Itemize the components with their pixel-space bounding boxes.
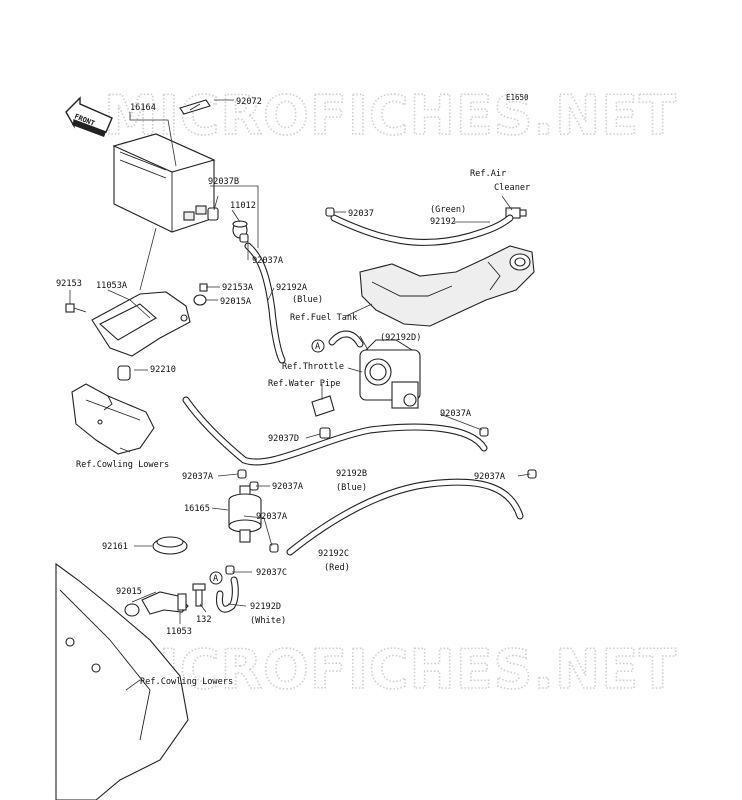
cushion-92161 <box>152 536 188 555</box>
label-132: 132 <box>196 615 212 625</box>
label-92192D: 92192D <box>250 602 281 612</box>
clamp-92037B <box>207 207 219 221</box>
label-92037D: 92037D <box>268 434 299 444</box>
label-92192C: 92192C <box>318 549 349 559</box>
label-92192A: 92192A <box>276 283 308 293</box>
label-white: (White) <box>250 616 286 626</box>
label-92037A-5: 92037A <box>474 472 506 482</box>
watermark-bottom: MICROFICHES.NET <box>104 638 677 701</box>
bolt-132 <box>192 583 206 607</box>
label-ref-throttle: Ref.Throttle <box>282 362 344 372</box>
label-92210: 92210 <box>150 365 176 375</box>
hose-92192D-throttle <box>328 330 364 348</box>
clamp-92037D <box>319 427 331 439</box>
strap-92072 <box>179 99 211 115</box>
label-ref-cowling-1: Ref.Cowling Lowers <box>76 460 169 470</box>
label-92037: 92037 <box>348 209 374 219</box>
hose-92192C-red <box>286 478 524 556</box>
clamp-92037 <box>325 207 335 217</box>
label-blue-2: (Blue) <box>336 483 367 493</box>
label-92192D-paren: (92192D) <box>380 333 421 343</box>
label-16164: 16164 <box>130 103 156 113</box>
canister-16164 <box>112 133 216 233</box>
front-arrow-icon <box>65 96 113 137</box>
label-92037A-2: 92037A <box>440 409 472 419</box>
diagram-code: E1650 <box>506 93 529 102</box>
watermark-top: MICROFICHES.NET <box>104 84 677 147</box>
clamp-92037C <box>225 565 235 575</box>
hose-92192B-blue <box>182 396 488 466</box>
clamp-92037A <box>237 233 537 553</box>
label-92037A-6: 92037A <box>256 512 288 522</box>
label-92037A-4: 92037A <box>272 482 304 492</box>
collar-92015 <box>124 603 140 617</box>
label-red: (Red) <box>324 563 350 573</box>
label-92015: 92015 <box>116 587 142 597</box>
label-92037C: 92037C <box>256 568 287 578</box>
hose-92192D-white <box>216 576 239 613</box>
label-ref-fuel-tank: Ref.Fuel Tank <box>290 313 358 323</box>
label-ref-cowling-2: Ref.Cowling Lowers <box>140 677 233 687</box>
label-ref-air-cleaner: Cleaner <box>494 183 530 193</box>
label-92037B: 92037B <box>208 177 239 187</box>
fuel-tank <box>359 245 535 327</box>
label-92037A-3: 92037A <box>182 472 214 482</box>
bolt-92153 <box>65 303 87 313</box>
leader-lines <box>69 99 531 691</box>
label-green: (Green) <box>430 205 466 215</box>
bracket-11053A <box>91 291 191 357</box>
marker-a-top: A <box>311 339 325 353</box>
label-92192B: 92192B <box>336 469 367 479</box>
hose-92192A-blue <box>244 242 286 364</box>
label-11012: 11012 <box>230 201 256 211</box>
svg-text:A: A <box>315 342 321 352</box>
svg-text:A: A <box>213 574 219 584</box>
label-11053A: 11053A <box>96 281 128 291</box>
label-92161: 92161 <box>102 542 128 552</box>
label-92037A-1: 92037A <box>252 256 284 266</box>
bolt-92153A <box>199 283 208 292</box>
label-92015A: 92015A <box>220 297 252 307</box>
label-ref-water-pipe: Ref.Water Pipe <box>268 379 340 389</box>
water-pipe <box>311 395 335 417</box>
label-92153: 92153 <box>56 279 82 289</box>
label-92072: 92072 <box>236 97 262 107</box>
cowling-lower-top <box>71 383 155 455</box>
label-16165: 16165 <box>184 504 210 514</box>
rubber-92210 <box>117 365 131 381</box>
cowling-lower-bottom <box>55 562 189 800</box>
marker-a-bottom: A <box>209 571 223 585</box>
label-blue-1: (Blue) <box>292 295 323 305</box>
bracket-11053 <box>141 591 189 615</box>
label-ref-air: Ref.Air <box>470 169 506 179</box>
label-11053: 11053 <box>166 627 192 637</box>
label-92192: 92192 <box>430 217 456 227</box>
throttle-body <box>359 339 421 409</box>
label-92153A: 92153A <box>222 283 254 293</box>
hose-92192-green <box>330 214 514 246</box>
collar-92015A <box>193 294 207 306</box>
